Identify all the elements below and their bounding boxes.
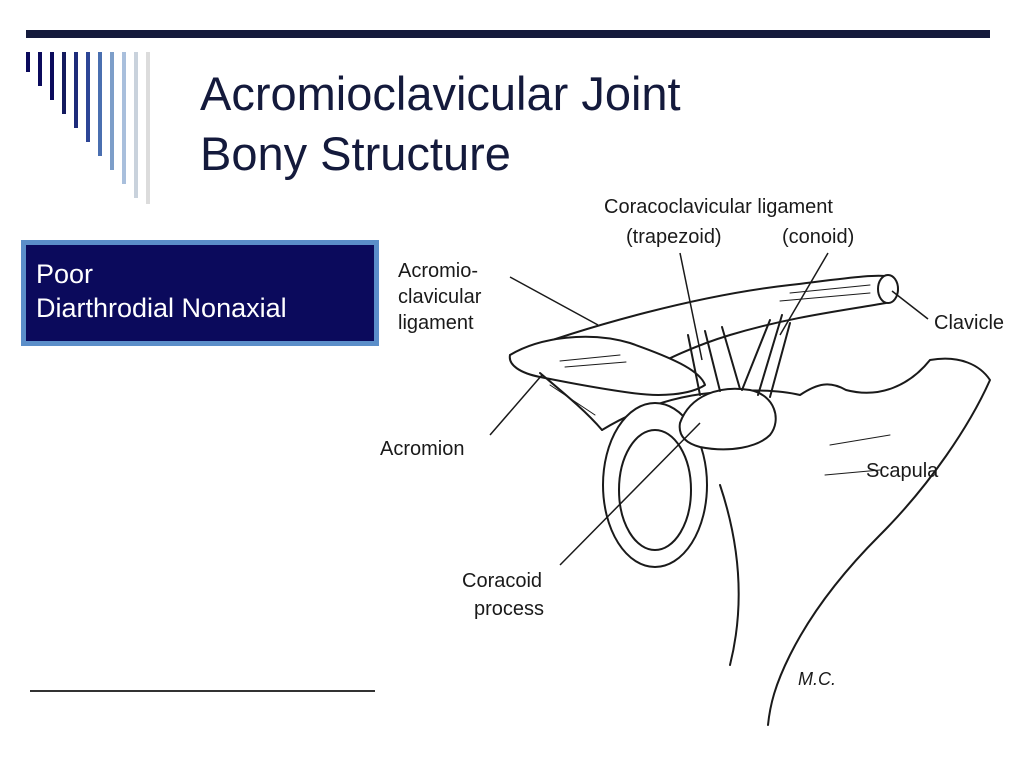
label-ac-ligament-2: clavicular	[398, 286, 482, 308]
leader-ac-ligament	[509, 276, 599, 326]
label-ac-ligament-1: Acromio-	[398, 260, 478, 282]
shoulder-diagram: Coracoclavicular ligament (trapezoid) (c…	[380, 196, 1004, 726]
label-coracoclavicular: Coracoclavicular ligament	[604, 196, 833, 218]
leader-clavicle	[891, 290, 929, 320]
conoid-ligament	[741, 314, 791, 398]
leader-acromion	[489, 374, 543, 436]
artist-signature: M.C.	[798, 669, 836, 689]
label-coracoid-2: process	[474, 598, 544, 620]
leader-lines	[489, 252, 929, 566]
info-line-2: Diarthrodial Nonaxial	[36, 293, 287, 323]
bottom-rule	[30, 690, 375, 692]
label-clavicle: Clavicle	[934, 312, 1004, 334]
coracoid-shape	[678, 387, 777, 451]
glenoid-inner	[618, 429, 692, 551]
bone-drawing	[508, 274, 991, 726]
top-rule	[26, 30, 990, 38]
info-box: Poor Diarthrodial Nonaxial	[21, 240, 379, 346]
label-ac-ligament-3: ligament	[398, 312, 474, 334]
trapezoid-ligament	[687, 326, 741, 396]
leader-conoid	[779, 252, 829, 336]
title-line-1: Acromioclavicular Joint	[200, 67, 681, 120]
label-acromion: Acromion	[380, 438, 464, 460]
glenoid-outer	[602, 402, 708, 568]
info-box-content: Poor Diarthrodial Nonaxial	[26, 245, 374, 341]
label-coracoid-1: Coracoid	[462, 570, 542, 592]
leader-coracoid	[559, 422, 701, 566]
slide-title: Acromioclavicular Joint Bony Structure	[200, 64, 681, 184]
leader-trapezoid	[679, 252, 703, 361]
label-scapula: Scapula	[866, 460, 939, 482]
decorative-bars	[26, 52, 150, 204]
label-trapezoid: (trapezoid)	[626, 226, 722, 248]
title-line-2: Bony Structure	[200, 127, 511, 180]
info-line-1: Poor	[36, 259, 94, 289]
label-conoid: (conoid)	[782, 226, 854, 248]
clavicle-end	[877, 274, 899, 304]
